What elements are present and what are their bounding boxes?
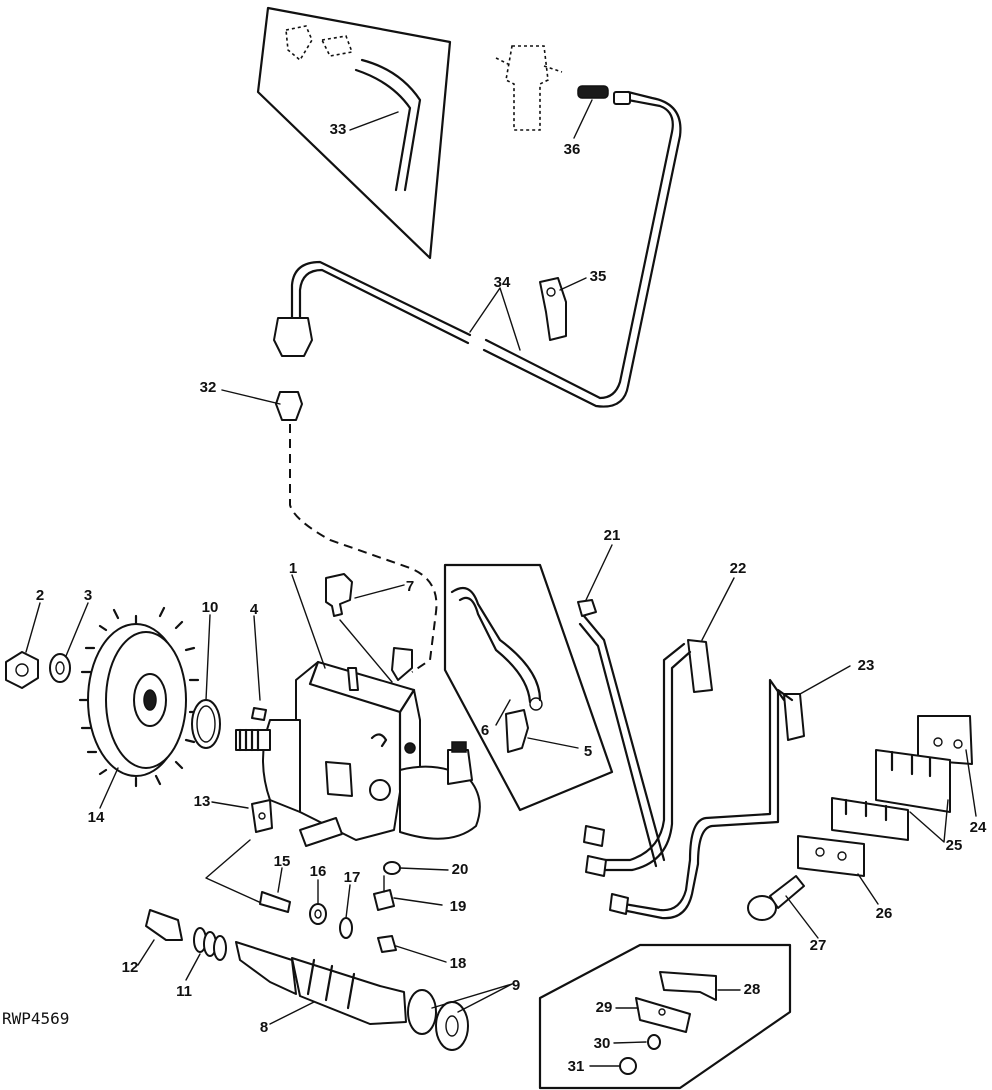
callout-22: 22 [730,560,747,577]
callout-9: 9 [512,977,520,994]
inset-top-left [256,6,452,260]
injection-pump [235,573,529,847]
injection-line [273,90,682,408]
inset-center [443,563,614,812]
callout-29: 29 [596,999,613,1016]
callout-20: 20 [452,861,469,878]
callout-10: 10 [202,599,219,616]
callout-36: 36 [564,141,581,158]
callout-25: 25 [946,837,963,854]
callout-34: 34 [494,274,511,291]
inset-bottom-right [538,943,792,1090]
line-clamp [539,277,567,341]
inset-cable [450,586,543,711]
callout-17: 17 [344,869,361,886]
injector-nozzle-ghost [495,45,609,131]
bracket-hardware [619,971,717,1075]
callout-32: 32 [200,379,217,396]
callout-5: 5 [584,743,592,760]
callout-1: 1 [289,560,297,577]
shim-plate [205,799,273,907]
callout-8: 8 [260,1019,268,1036]
callout-31: 31 [568,1058,585,1075]
callout-6: 6 [481,722,489,739]
callout-12: 12 [122,959,139,976]
callout-30: 30 [594,1035,611,1052]
callout-labels: 1 2 3 4 5 6 7 8 9 10 11 12 13 14 15 16 1… [36,121,987,1075]
callout-18: 18 [450,955,467,972]
callout-4: 4 [250,601,259,618]
callout-21: 21 [604,527,621,544]
callout-19: 19 [450,898,467,915]
callout-23: 23 [858,657,875,674]
callout-16: 16 [310,863,327,880]
gear-assembly [5,606,267,788]
callout-3: 3 [84,587,92,604]
line-clamps [747,715,973,921]
figure-id: RWP4569 [2,1009,69,1028]
callout-11: 11 [176,983,192,1000]
drive-shaft [145,909,469,1051]
callout-7: 7 [406,578,414,595]
callout-13: 13 [194,793,211,810]
injection-lines [577,599,805,920]
callout-26: 26 [876,905,893,922]
leader-lines [25,99,977,1067]
callout-28: 28 [744,981,761,998]
callout-14: 14 [88,809,105,826]
callout-15: 15 [274,853,291,870]
small-hardware [259,861,401,953]
callout-33: 33 [330,121,347,138]
callout-2: 2 [36,587,44,604]
adapter-fitting [275,391,438,673]
callout-24: 24 [970,819,987,836]
callout-35: 35 [590,268,607,285]
callout-27: 27 [810,937,827,954]
